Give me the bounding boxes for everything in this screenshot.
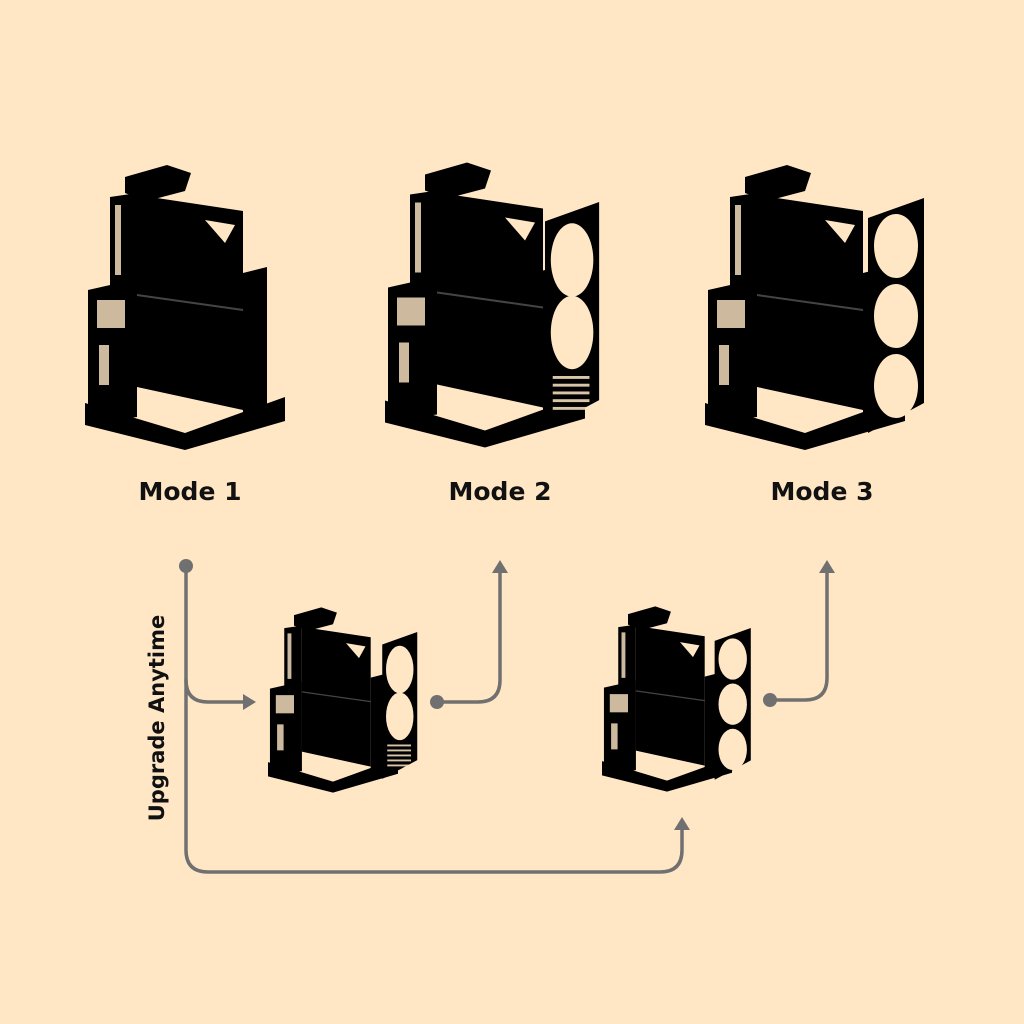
case-mode-3 [703,163,924,452]
arrow-mode1-to-kit3 [184,678,684,874]
arrowhead [819,560,835,573]
mode-3-label: Mode 3 [770,477,874,506]
fan-panel-three-fans [868,198,924,433]
mode-1-label: Mode 1 [138,477,242,506]
arrowhead [243,694,256,710]
arrow-markers [179,559,835,830]
arrow-kit3-to-mode3 [768,570,829,702]
start-dot [430,695,444,709]
upgrade-kit-3-fans [601,605,751,793]
arrowhead [674,817,690,830]
arrowhead [492,560,508,573]
start-dot [179,559,193,573]
fan-panel-two-fans [545,202,600,430]
start-dot [763,693,777,707]
arrow-mode1-to-kit2 [184,564,247,704]
upgrade-kit-2-fans [267,606,418,794]
upgrade-arrows [184,564,829,874]
upgrade-anytime-label: Upgrade Anytime [145,614,169,822]
case-mode-1 [84,164,286,451]
mode-2-label: Mode 2 [448,477,552,506]
arrow-kit2-to-mode2 [435,570,502,704]
case-mode-2 [383,161,600,449]
